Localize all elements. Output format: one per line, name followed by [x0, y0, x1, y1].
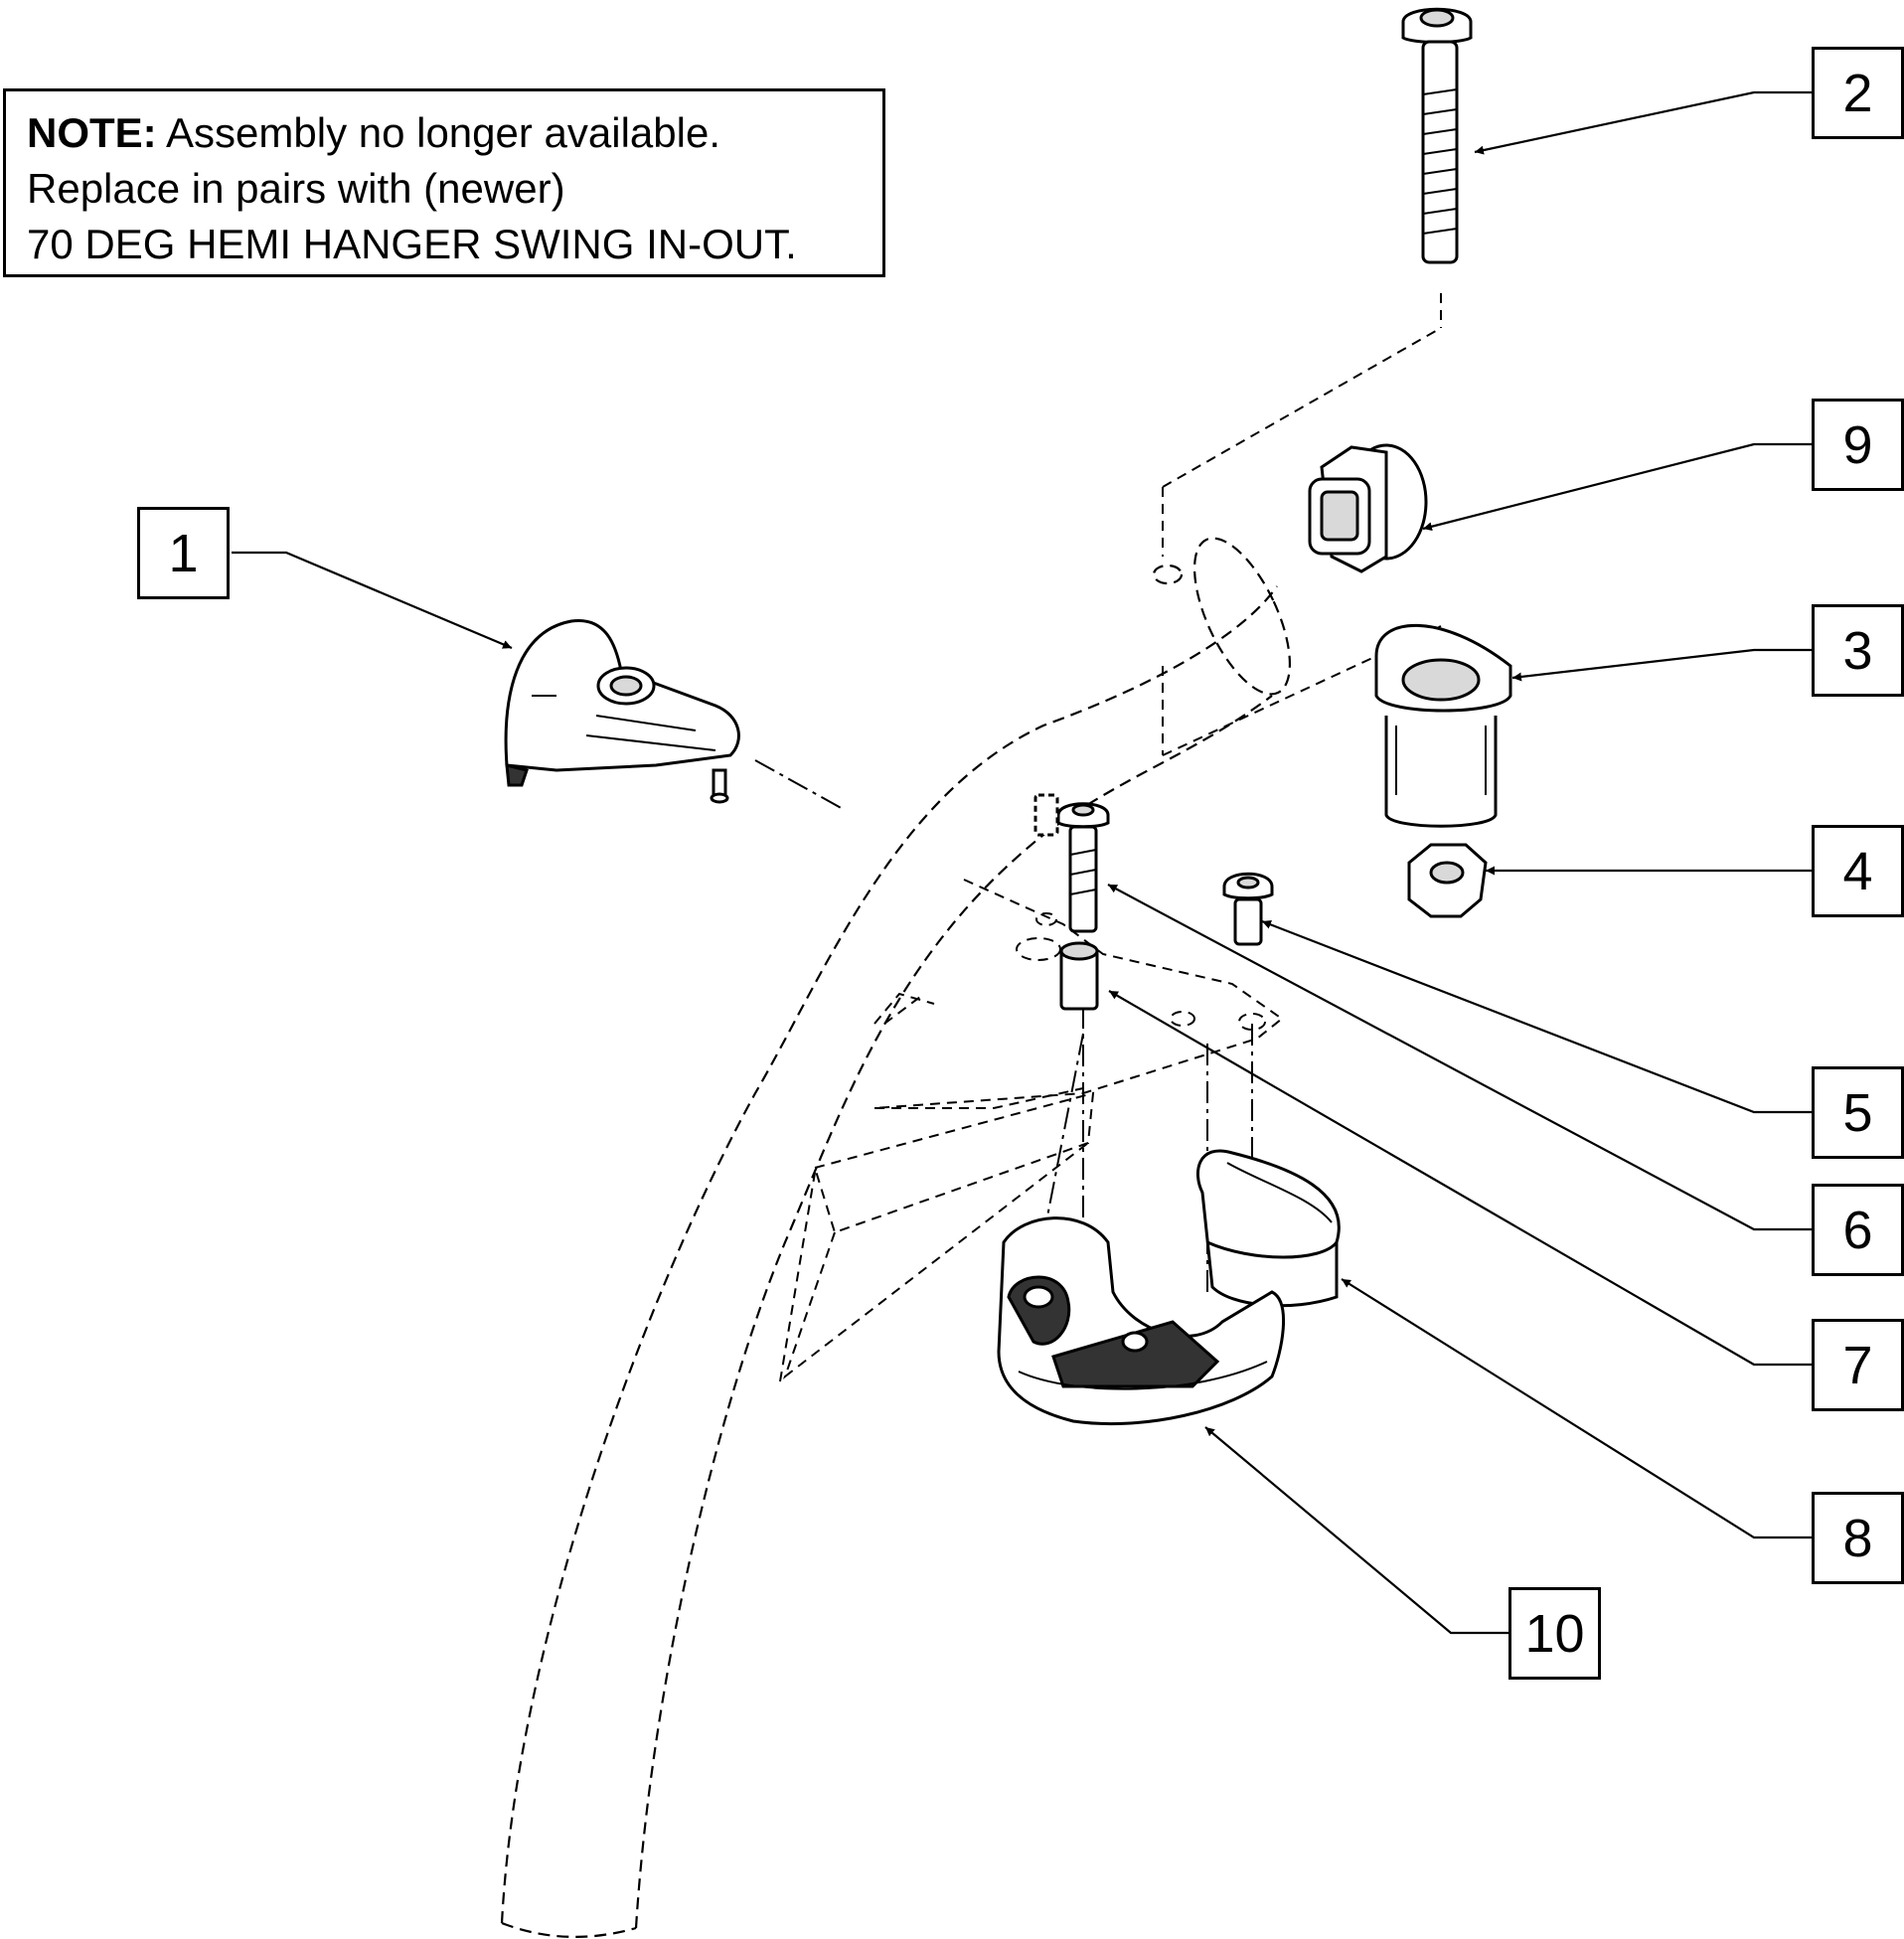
note-line-3: 70 DEG HEMI HANGER SWING IN-OUT.	[27, 221, 797, 267]
note-line-1: NOTE: Assembly no longer available.	[27, 105, 882, 161]
phantom-tube	[500, 537, 1292, 1938]
callout-4: 4	[1812, 825, 1904, 917]
callout-6: 6	[1812, 1184, 1904, 1276]
part-2-screw	[1401, 7, 1473, 264]
part-3-bushing	[1374, 623, 1512, 828]
callout-8: 8	[1812, 1492, 1904, 1584]
part-1-lever	[504, 619, 740, 804]
note-heading: NOTE:	[27, 109, 157, 156]
callout-7: 7	[1812, 1319, 1904, 1411]
callout-1: 1	[137, 507, 230, 599]
note-line-2: Replace in pairs with (newer)	[27, 165, 565, 212]
part-10-housing	[997, 1216, 1285, 1426]
part-4-nut	[1407, 843, 1488, 918]
part-8-insert	[1195, 1149, 1341, 1308]
callout-5: 5	[1812, 1066, 1904, 1159]
part-5-screw	[1222, 872, 1274, 946]
part-9-grommet	[1308, 443, 1428, 573]
part-7-spacer	[1059, 941, 1099, 1011]
callout-2: 2	[1812, 47, 1904, 139]
callout-9: 9	[1812, 399, 1904, 491]
leader-lines	[232, 90, 1814, 1635]
callout-10: 10	[1508, 1587, 1601, 1680]
note-box: NOTE: Assembly no longer available. Repl…	[3, 88, 885, 277]
note-text-1: Assembly no longer available.	[166, 109, 720, 156]
part-6-screw	[1033, 793, 1110, 933]
callout-3: 3	[1812, 604, 1904, 697]
